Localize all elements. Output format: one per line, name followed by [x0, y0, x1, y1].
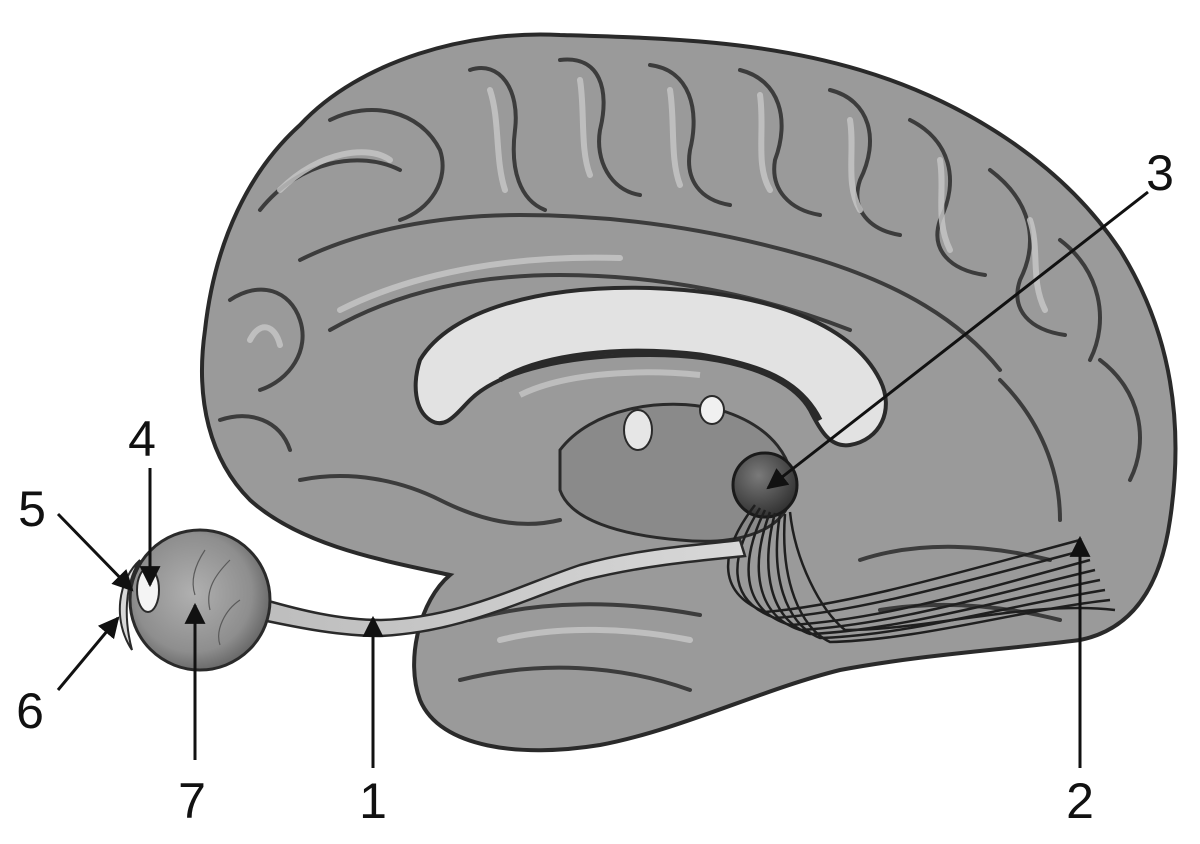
brain-hemisphere: [200, 32, 1178, 753]
callout-label-1: 1: [359, 773, 387, 829]
callout-labels: 1 2 3 4 5 6 7: [16, 145, 1174, 829]
gyri-highlights: [247, 77, 1048, 643]
retinal-vessels: [192, 549, 241, 646]
fornix: [498, 348, 823, 422]
mammillary-body: [699, 395, 725, 425]
cerebral-cortex: [200, 32, 1178, 753]
leader-lines: [56, 190, 1149, 768]
callout-label-6: 6: [16, 683, 44, 739]
callout-label-3: 3: [1146, 145, 1174, 201]
gyri-sulci: [218, 57, 1142, 692]
leader-line-5: [56, 512, 134, 592]
leader-line-6: [56, 616, 120, 691]
lateral-geniculate-nucleus: [731, 451, 799, 519]
eye-globe: [128, 528, 272, 672]
callout-label-4: 4: [128, 411, 156, 467]
leader-line-3: [766, 190, 1149, 490]
lens: [136, 567, 160, 613]
optic-nerve: [260, 538, 747, 638]
callout-label-7: 7: [178, 773, 206, 829]
corpus-callosum: [413, 285, 888, 448]
callout-label-2: 2: [1066, 773, 1094, 829]
callout-label-5: 5: [18, 481, 46, 537]
optic-radiations: [726, 504, 1116, 644]
anterior-commissure: [623, 409, 653, 451]
